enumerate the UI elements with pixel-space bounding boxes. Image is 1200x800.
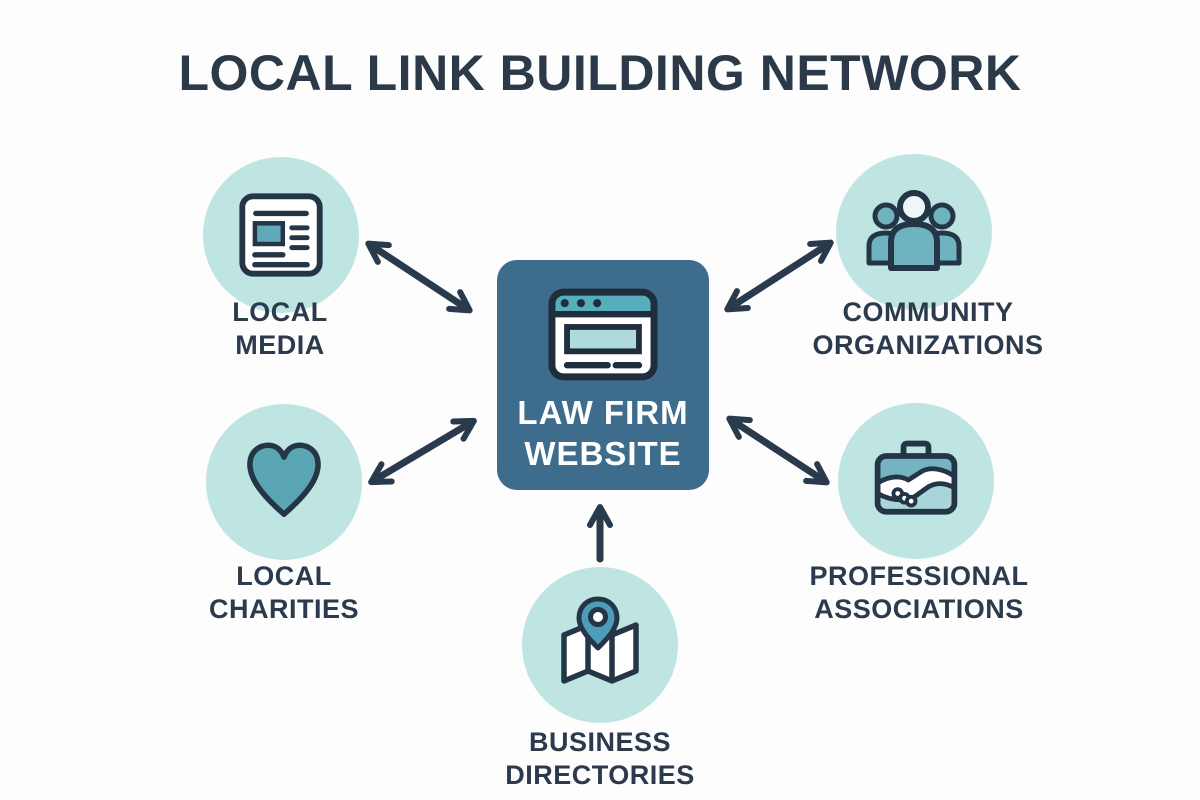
diagram-title: LOCAL LINK BUILDING NETWORK [178, 45, 1022, 101]
label-charities-line1: LOCAL [236, 561, 332, 591]
label-local-media: LOCAL MEDIA [180, 296, 380, 362]
label-local-media-line1: LOCAL [232, 297, 328, 327]
label-local-charities: LOCAL CHARITIES [184, 560, 384, 626]
map-pin-icon [561, 596, 639, 684]
label-business-directories-line1: BUSINESS DIRECTORIES [505, 727, 695, 790]
label-professional-line2: ASSOCIATIONS [814, 594, 1024, 624]
label-law-firm-line1: LAW FIRM [517, 394, 689, 431]
people-group-icon [866, 190, 962, 271]
label-community-organizations: COMMUNITY ORGANIZATIONS [778, 296, 1078, 362]
node-community-organizations [836, 154, 992, 310]
heart-icon [247, 442, 321, 517]
label-professional-line1: PROFESSIONAL [809, 561, 1029, 591]
node-local-charities [206, 404, 362, 560]
label-community-line1: COMMUNITY [842, 297, 1014, 327]
label-business-directories: BUSINESS DIRECTORIES [450, 726, 750, 792]
node-professional-associations [838, 403, 994, 559]
label-community-line2: ORGANIZATIONS [812, 330, 1044, 360]
label-law-firm-website: LAW FIRM WEBSITE [517, 392, 688, 474]
label-local-media-line2: MEDIA [235, 330, 325, 360]
node-law-firm-website: LAW FIRM WEBSITE [497, 260, 709, 490]
arrow-local-media-center [365, 240, 473, 314]
label-law-firm-line2: WEBSITE [524, 435, 682, 472]
label-charities-line2: CHARITIES [208, 594, 359, 624]
arrow-local-charities-center [368, 417, 477, 486]
arrow-center-professional-associations [726, 415, 830, 486]
briefcase-handshake-icon [874, 440, 958, 515]
node-local-media [203, 157, 359, 313]
newspaper-icon [239, 193, 323, 277]
label-professional-associations: PROFESSIONAL ASSOCIATIONS [769, 560, 1069, 626]
node-business-directories [522, 567, 678, 723]
browser-window-icon [548, 288, 658, 381]
